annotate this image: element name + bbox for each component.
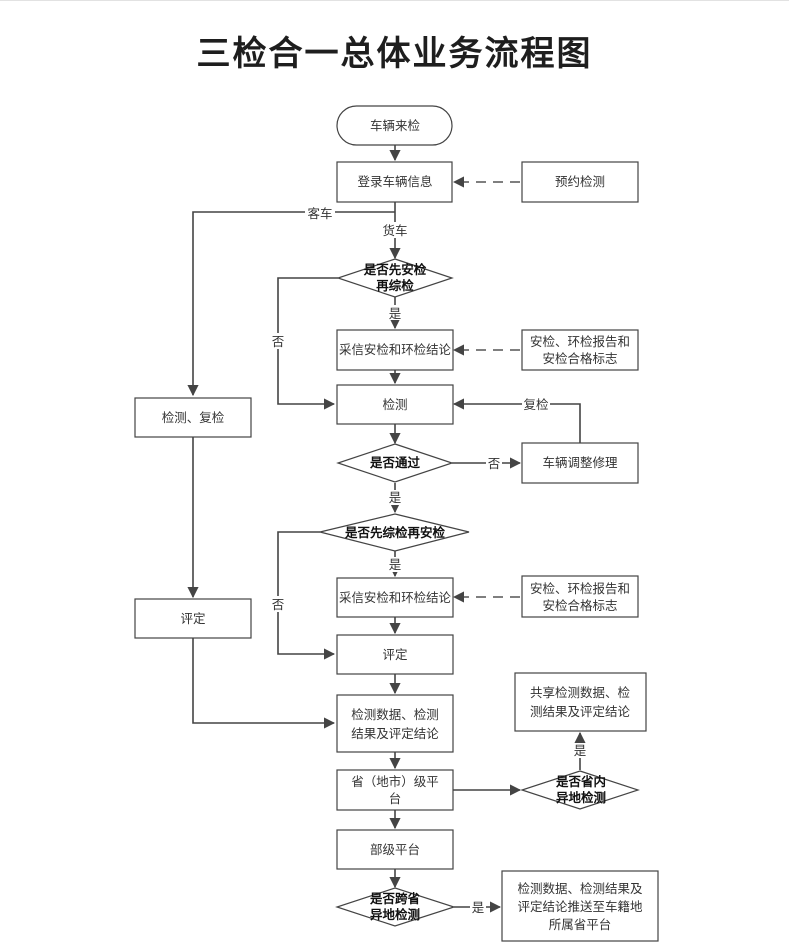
node-register-label: 登录车辆信息: [357, 174, 432, 189]
node-report-2-line-1: 安检、环检报告和: [530, 581, 630, 596]
page-title: 三检合一总体业务流程图: [196, 34, 593, 74]
decision-in-province-line-2: 异地检测: [556, 790, 606, 805]
decision-comp-first-label: 是否先综检再安检: [344, 525, 446, 540]
node-start-label: 车辆来检: [370, 118, 421, 133]
node-ministry-label: 部级平台: [370, 842, 420, 857]
node-report-1-line-2: 安检合格标志: [542, 351, 617, 366]
edge-label-recheck: 复检: [523, 397, 549, 412]
edge-decision1-no: [277, 277, 338, 410]
edge-label-yes-push: 是: [472, 900, 485, 915]
node-push-line-2: 评定结论推送至车籍地: [517, 899, 643, 914]
decision-in-province-line-1: 是否省内: [555, 774, 606, 789]
decision-safety-first: 是否先安检 再综检: [336, 258, 454, 298]
edge-label-yes-pass: 是: [389, 490, 402, 505]
edge-decision2-no: [277, 531, 336, 660]
node-results-line-2: 结果及评定结论: [351, 726, 439, 741]
edge-label-no-2: 否: [272, 597, 285, 612]
node-passenger-test: 检测、复检: [134, 397, 252, 438]
decision-pass-label: 是否通过: [369, 455, 421, 470]
node-repair: 车辆调整修理: [521, 442, 639, 484]
node-report-1: 安检、环检报告和 安检合格标志: [521, 329, 639, 371]
node-province-line-2: 台: [389, 791, 402, 806]
node-passenger-test-label: 检测、复检: [162, 410, 225, 425]
decision-cross-province-line-2: 异地检测: [370, 907, 420, 922]
decision-pass: 是否通过: [336, 443, 454, 483]
edge-label-no-pass: 否: [488, 456, 501, 471]
decision-cross-province-line-1: 是否跨省: [369, 891, 421, 906]
edge-recheck: [452, 398, 581, 443]
node-report-2-line-2: 安检合格标志: [542, 598, 617, 613]
node-share-line-1: 共享检测数据、检: [530, 685, 631, 700]
node-repair-label: 车辆调整修理: [542, 455, 618, 470]
node-rate-label: 评定: [382, 647, 407, 662]
decision-safety-first-line-1: 是否先安检: [363, 262, 427, 277]
node-collect-2-label: 采信安检和环检结论: [339, 590, 451, 605]
node-province-platform: 省（地市）级平 台: [336, 769, 454, 811]
node-results-line-1: 检测数据、检测: [351, 707, 439, 722]
node-share: 共享检测数据、检 测结果及评定结论: [514, 672, 647, 732]
decision-in-province: 是否省内 异地检测: [520, 770, 640, 810]
edge-label-no-1: 否: [272, 334, 285, 349]
node-reserve: 预约检测: [521, 161, 639, 203]
node-passenger-rate-label: 评定: [180, 611, 205, 626]
node-push: 检测数据、检测结果及 评定结论推送至车籍地 所属省平台: [501, 870, 659, 942]
node-rate: 评定: [336, 634, 454, 675]
decision-comp-first: 是否先综检再安检: [319, 513, 470, 552]
node-register: 登录车辆信息: [336, 161, 453, 203]
top-border: [0, 0, 789, 1]
node-collect-1-label: 采信安检和环检结论: [339, 342, 451, 357]
node-province-line-1: 省（地市）级平: [351, 774, 439, 789]
node-report-1-line-1: 安检、环检报告和: [530, 334, 630, 349]
node-ministry-platform: 部级平台: [336, 829, 454, 870]
node-results: 检测数据、检测 结果及评定结论: [336, 694, 454, 753]
node-push-line-1: 检测数据、检测结果及: [517, 881, 643, 896]
edge-labels: 客车 货车 是 否 复检 否 是 是 否 是 是: [270, 205, 588, 915]
node-reserve-label: 预约检测: [555, 174, 605, 189]
node-start: 车辆来检: [336, 105, 453, 146]
node-report-2: 安检、环检报告和 安检合格标志: [521, 575, 639, 618]
edge-label-yes-1: 是: [389, 306, 402, 321]
node-share-line-2: 测结果及评定结论: [530, 704, 631, 719]
edge-passenger-rate-results: [192, 638, 336, 729]
node-collect-2: 采信安检和环检结论: [336, 577, 454, 618]
node-collect-1: 采信安检和环检结论: [336, 329, 454, 371]
node-test: 检测: [336, 384, 454, 425]
edge-label-yes-share: 是: [574, 743, 587, 758]
decision-cross-province: 是否跨省 异地检测: [335, 887, 456, 927]
node-test-label: 检测: [382, 397, 407, 412]
node-push-line-3: 所属省平台: [549, 917, 612, 932]
edge-label-passenger: 客车: [307, 206, 332, 221]
edge-label-yes-2: 是: [389, 557, 402, 572]
decision-safety-first-line-2: 再综检: [376, 278, 414, 293]
node-passenger-rate: 评定: [134, 598, 252, 639]
edge-label-truck: 货车: [382, 223, 407, 238]
